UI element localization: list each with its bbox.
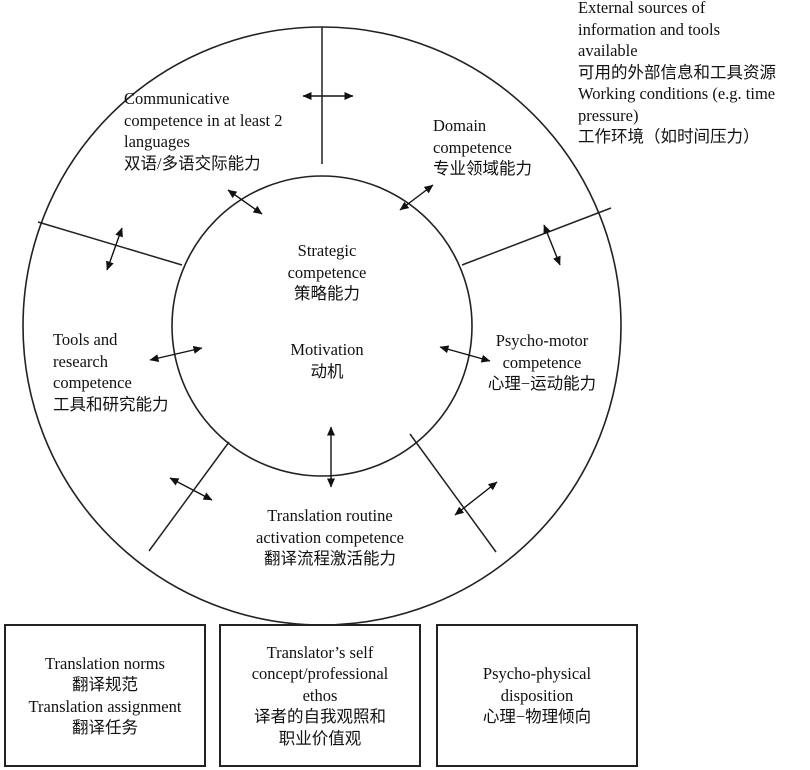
- routine-line: Translation routine: [267, 506, 393, 525]
- strategic-competence-label: Strategic competence 策略能力: [267, 240, 387, 305]
- routine-activation-label: Translation routine activation competenc…: [230, 505, 430, 570]
- psychophysical-line: disposition: [500, 685, 574, 705]
- psychophysical-box: Psycho-physical disposition 心理−物理倾向: [436, 624, 638, 767]
- tools-line: 工具和研究能力: [53, 394, 169, 414]
- communicative-line: competence in at least 2: [124, 110, 283, 130]
- domain-line: 专业领域能力: [433, 159, 532, 178]
- tools-line: research: [53, 351, 108, 371]
- communicative-line: languages: [124, 132, 190, 151]
- external-line: pressure): [578, 105, 639, 125]
- strategic-line: Strategic: [297, 241, 357, 260]
- norms-line: Translation norms: [45, 653, 165, 673]
- strategic-line: 策略能力: [294, 284, 360, 303]
- tools-line: competence: [53, 373, 132, 392]
- self-line: 译者的自我观照和: [254, 707, 386, 727]
- arrow-left-divider: [106, 227, 123, 271]
- psychomotor-competence-label: Psycho-motor competence 心理−运动能力: [467, 330, 617, 395]
- psychophysical-line: 心理−物理倾向: [482, 707, 592, 727]
- psychophysical-line: Psycho-physical: [482, 664, 592, 684]
- domain-line: competence: [433, 137, 512, 157]
- arrow-right-divider: [543, 224, 561, 266]
- divider-right: [461, 207, 612, 266]
- routine-line: activation competence: [256, 527, 404, 547]
- external-sources-label: External sources of information and tool…: [578, 0, 776, 148]
- communicative-line: 双语/多语交际能力: [124, 153, 261, 173]
- communicative-line: Communicative: [124, 89, 230, 108]
- self-line: ethos: [302, 685, 338, 705]
- arrow-communicative: [227, 189, 263, 215]
- divider-bottom-left: [148, 441, 230, 552]
- tools-research-label: Tools and research competence 工具和研究能力: [53, 329, 169, 415]
- communicative-competence-label: Communicative competence in at least 2 l…: [124, 88, 283, 174]
- self-concept-box: Translator’s self concept/professional e…: [219, 624, 421, 767]
- domain-line: Domain: [433, 116, 487, 135]
- divider-left: [37, 221, 183, 266]
- external-line: Working conditions (e.g. time: [578, 84, 776, 103]
- motivation-label: Motivation 动机: [267, 339, 387, 382]
- norms-box: Translation norms 翻译规范 Translation assig…: [4, 624, 206, 767]
- motivation-line: Motivation: [290, 340, 364, 359]
- psychomotor-line: competence: [502, 352, 582, 372]
- routine-line: 翻译流程激活能力: [264, 549, 396, 568]
- domain-competence-label: Domain competence 专业领域能力: [433, 115, 532, 180]
- self-line: 职业价值观: [278, 728, 362, 748]
- psychomotor-line: Psycho-motor: [495, 331, 589, 350]
- arrow-domain: [399, 184, 434, 211]
- divider-bottom-right: [409, 433, 497, 553]
- self-line: Translator’s self: [266, 642, 374, 662]
- self-line: concept/professional: [251, 664, 389, 684]
- tools-line: Tools and: [53, 330, 118, 349]
- norms-line: 翻译规范: [72, 675, 138, 694]
- arrow-psychomotor: [439, 345, 491, 363]
- arrow-bottom-left-divider: [169, 477, 213, 501]
- arrow-bottom-right-divider: [454, 481, 498, 516]
- external-line: available: [578, 41, 638, 60]
- external-line: information and tools: [578, 19, 721, 39]
- psychomotor-line: 心理−运动能力: [487, 374, 597, 393]
- external-line: 工作环境（如时间压力）: [578, 127, 760, 146]
- motivation-line: 动机: [310, 361, 344, 381]
- arrow-tools: [149, 346, 203, 362]
- external-line: 可用的外部信息和工具资源: [578, 62, 776, 82]
- inner-circle: [171, 175, 473, 477]
- norms-line: 翻译任务: [72, 718, 138, 737]
- strategic-line: competence: [287, 262, 367, 282]
- norms-line: Translation assignment: [28, 696, 182, 716]
- external-line: External sources of: [578, 0, 706, 17]
